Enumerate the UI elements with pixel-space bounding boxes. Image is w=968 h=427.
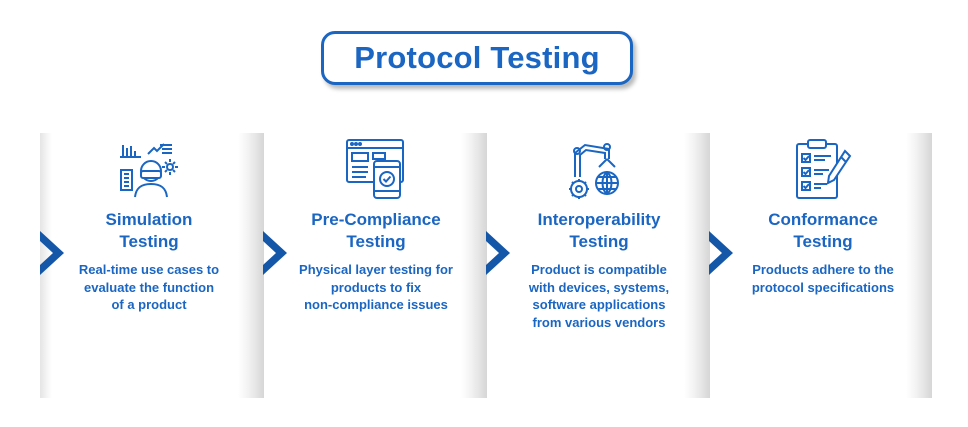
step-title: Pre-Compliance Testing [311,210,441,251]
step-description: Real-time use cases to evaluate the func… [78,262,220,312]
chevron-right-icon [263,231,287,275]
panel-shadow-3 [684,133,710,398]
step-title: Simulation Testing [105,210,193,251]
clipboard-checklist-icon [791,137,855,201]
page-title: Protocol Testing [354,40,600,75]
robotic-arm-globe-icon [567,137,631,201]
step-card-conformance: Conformance Testing Products adhere to t… [713,137,933,296]
panel-shadow-4 [906,133,932,398]
step-description: Products adhere to the protocol specific… [751,262,895,295]
panel-shadow-2 [461,133,487,398]
step-title: Conformance Testing [768,210,878,251]
panel-shadow-1 [238,133,264,398]
title-box: Protocol Testing [321,31,633,85]
step-description: Physical layer testing for products to f… [299,262,453,312]
step-card-pre-compliance: Pre-Compliance Testing Physical layer te… [266,137,486,314]
step-title: Interoperability Testing [537,210,661,251]
browser-mobile-check-icon [344,137,408,201]
step-card-interoperability: Interoperability Testing Product is comp… [489,137,709,331]
chevron-right-icon [486,231,510,275]
vr-simulation-icon [117,137,181,201]
step-card-simulation: Simulation Testing Real-time use cases t… [39,137,259,314]
chevron-right-icon [40,231,64,275]
chevron-right-icon [709,231,733,275]
step-description: Product is compatible with devices, syst… [528,262,670,330]
